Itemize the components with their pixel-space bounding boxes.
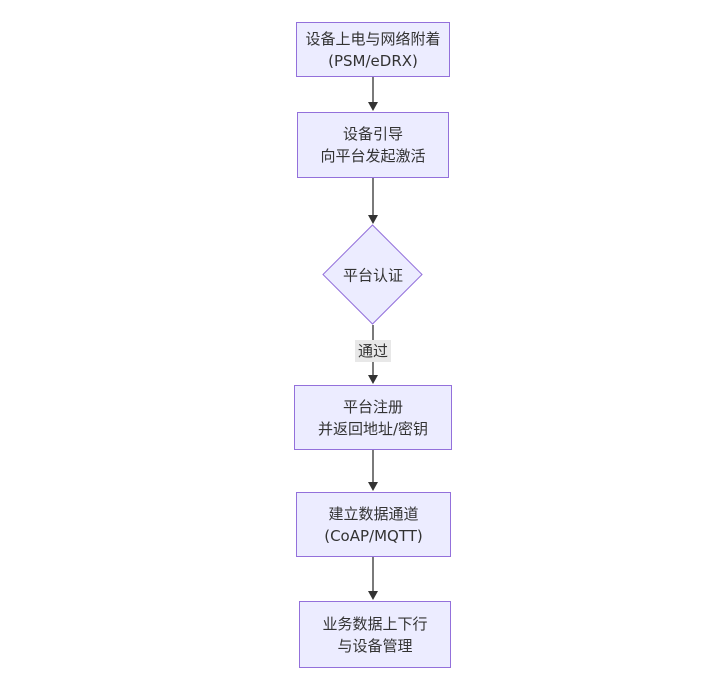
node-label-line: 并返回地址/密钥 <box>317 419 429 438</box>
arrow-down-icon <box>368 375 378 384</box>
flow-arrow <box>368 178 378 224</box>
edge-label-pass: 通过 <box>354 340 392 362</box>
arrow-down-icon <box>368 482 378 491</box>
flow-node-register: 平台注册 并返回地址/密钥 <box>294 385 452 450</box>
node-label-line: 向平台发起激活 <box>320 147 426 165</box>
node-label-line: 设备引导 <box>342 125 403 143</box>
node-label-line: 设备上电与网络附着 <box>305 29 441 48</box>
arrow-down-icon <box>368 102 378 111</box>
flow-node-power-attach: 设备上电与网络附着 (PSM/eDRX) <box>296 22 450 77</box>
decision-label: 平台认证 <box>342 266 404 285</box>
flow-arrow <box>368 450 378 491</box>
arrow-down-icon <box>368 591 378 600</box>
flow-arrow <box>368 77 378 111</box>
node-label-line: 建立数据通道 <box>328 504 419 523</box>
flow-arrow <box>368 557 378 600</box>
node-label-line: (CoAP/MQTT) <box>324 526 423 545</box>
arrow-down-icon <box>368 215 378 224</box>
flow-node-bootstrap: 设备引导 向平台发起激活 <box>297 112 449 178</box>
node-label-line: 与设备管理 <box>337 636 413 655</box>
flow-node-data-channel: 建立数据通道 (CoAP/MQTT) <box>296 492 451 557</box>
flow-node-business-data: 业务数据上下行 与设备管理 <box>299 601 451 668</box>
node-label-line: 平台注册 <box>342 397 403 416</box>
node-label-line: 业务数据上下行 <box>322 614 428 633</box>
node-label-line: (PSM/eDRX) <box>328 51 418 70</box>
